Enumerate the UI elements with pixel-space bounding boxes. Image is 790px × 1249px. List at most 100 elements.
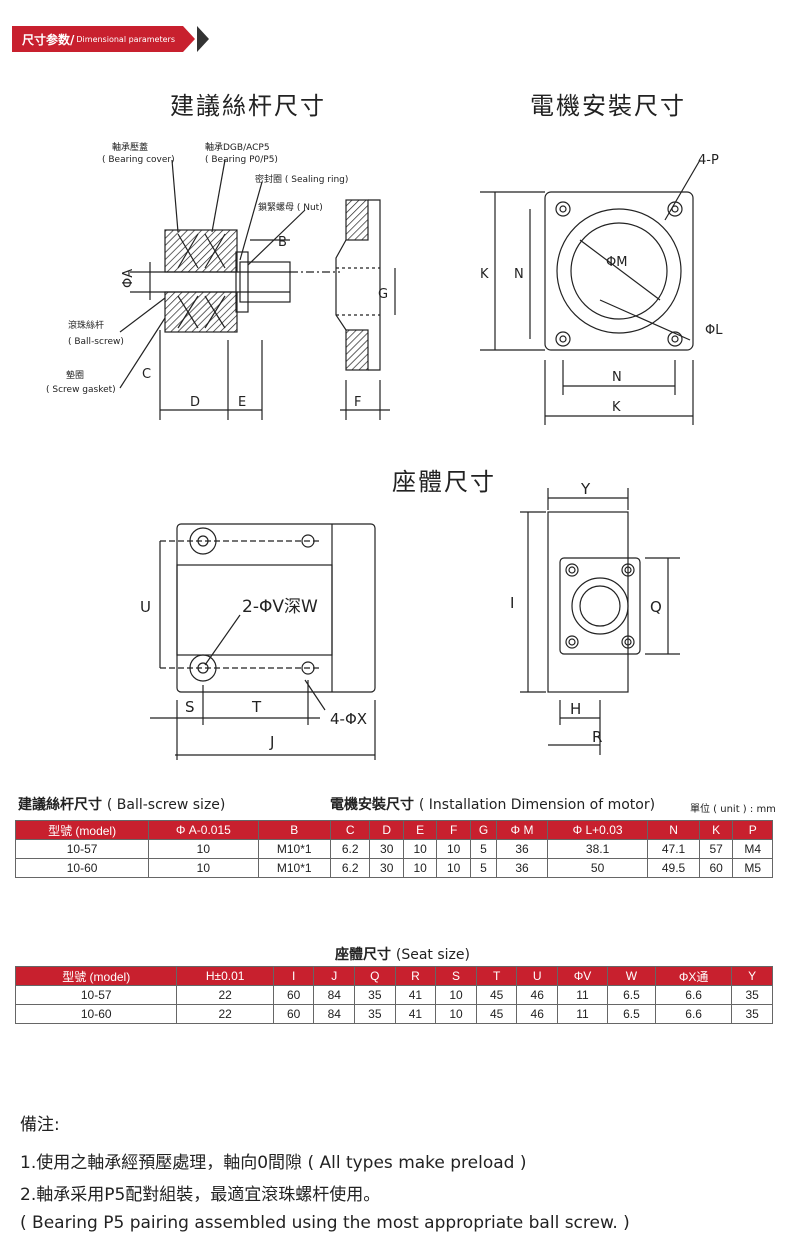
table-header-cell: F bbox=[436, 820, 471, 840]
table-cell: M4 bbox=[732, 839, 773, 859]
table-header-cell: U bbox=[516, 966, 559, 986]
table-cell: 10 bbox=[148, 858, 259, 878]
table-cell: 6.6 bbox=[654, 1004, 733, 1024]
table-header-cell: T bbox=[475, 966, 518, 986]
dim-S: S bbox=[185, 698, 195, 716]
dim-G: G bbox=[378, 287, 388, 302]
table-cell: 22 bbox=[176, 985, 274, 1005]
dim-F: F bbox=[354, 395, 361, 410]
table-header-cell: I bbox=[272, 966, 315, 986]
seat-front-drawing bbox=[150, 523, 376, 760]
table-cell: 84 bbox=[313, 1004, 356, 1024]
table-cell: M10*1 bbox=[257, 858, 331, 878]
table-cell: 46 bbox=[516, 1004, 559, 1024]
dim-Q: Q bbox=[650, 598, 662, 616]
dim-Y: Y bbox=[580, 480, 591, 498]
ballscrew-drawing bbox=[119, 159, 396, 420]
dim-E: E bbox=[238, 395, 246, 410]
dim-B: B bbox=[278, 235, 287, 250]
table-header-cell: K bbox=[698, 820, 734, 840]
table2-caption-cn: 座體尺寸 bbox=[335, 947, 391, 963]
table-cell: 6.5 bbox=[606, 985, 656, 1005]
table-header-cell: D bbox=[369, 820, 404, 840]
table-cell: 30 bbox=[369, 858, 404, 878]
table-header-cell: 型號 (model) bbox=[14, 966, 178, 986]
table-header-cell: W bbox=[606, 966, 656, 986]
banner-title-cn: 尺寸参数/ bbox=[22, 32, 75, 47]
seat-side-drawing bbox=[520, 488, 680, 755]
gasket-en-label: ( Screw gasket) bbox=[46, 385, 116, 395]
table-cell: 10 bbox=[436, 858, 471, 878]
table1-caption: 建議絲杆尺寸 ( Ball-screw size) bbox=[18, 794, 225, 814]
table2-caption: 座體尺寸 (Seat size) bbox=[335, 944, 470, 964]
table-header-cell: E bbox=[402, 820, 438, 840]
note-line-1: 1.使用之軸承經預壓處理，軸向0間隙 ( All types make prel… bbox=[20, 1153, 527, 1173]
table-cell: 6.5 bbox=[606, 1004, 656, 1024]
bearing-en-label: ( Bearing P0/P5) bbox=[205, 155, 278, 165]
dim-phiL: ΦL bbox=[705, 323, 723, 338]
table-cell: 50 bbox=[546, 858, 649, 878]
table-cell: 36 bbox=[496, 858, 548, 878]
note-line-2: 2.軸承采用P5配對組裝，最適宜滾珠螺杆使用。 bbox=[20, 1185, 381, 1205]
dim-C: C bbox=[142, 367, 151, 382]
table-header-cell: 型號 (model) bbox=[14, 820, 150, 840]
table-cell: 10 bbox=[402, 839, 438, 859]
dim-N: N bbox=[612, 370, 622, 385]
heading-seat: 座體尺寸 bbox=[392, 468, 496, 496]
table-cell: 57 bbox=[698, 839, 734, 859]
table-cell: 47.1 bbox=[647, 839, 700, 859]
table-cell: 35 bbox=[731, 985, 773, 1005]
table-cell: 11 bbox=[557, 1004, 608, 1024]
table-cell: 38.1 bbox=[546, 839, 649, 859]
table-cell: 30 bbox=[369, 839, 404, 859]
table-cell: 10-57 bbox=[14, 985, 178, 1005]
ballscrew-en-label: ( Ball-screw) bbox=[68, 337, 124, 347]
table1-caption-en: ( Ball-screw size) bbox=[106, 797, 226, 813]
table-cell: 6.2 bbox=[329, 858, 371, 878]
table-cell: 45 bbox=[475, 985, 518, 1005]
table-header-cell: J bbox=[313, 966, 356, 986]
dim-D: D bbox=[190, 395, 200, 410]
table-header-cell: ΦV bbox=[557, 966, 608, 986]
table-cell: 5 bbox=[469, 839, 498, 859]
table-cell: 10-57 bbox=[14, 839, 150, 859]
dim-phiA: ΦA bbox=[121, 269, 136, 288]
dim-U: U bbox=[140, 598, 151, 616]
table-cell: 35 bbox=[354, 1004, 396, 1024]
table-header-cell: Q bbox=[354, 966, 396, 986]
table-cell: 84 bbox=[313, 985, 356, 1005]
table-cell: 41 bbox=[394, 985, 437, 1005]
table-cell: 10 bbox=[435, 985, 477, 1005]
table-cell: 60 bbox=[698, 858, 734, 878]
section-banner: 尺寸参数/ Dimensional parameters bbox=[12, 26, 209, 52]
dim-I: I bbox=[510, 594, 514, 612]
table-cell: 36 bbox=[496, 839, 548, 859]
dim-J: J bbox=[269, 733, 274, 751]
dim-phiM: ΦM bbox=[606, 255, 627, 270]
table-header-cell: B bbox=[257, 820, 331, 840]
nut-label: 鎖緊螺母 ( Nut) bbox=[258, 201, 323, 213]
table-cell: 45 bbox=[475, 1004, 518, 1024]
table-header-cell: H±0.01 bbox=[176, 966, 274, 986]
dim-K-vertical: K bbox=[480, 267, 489, 282]
table-cell: M5 bbox=[732, 858, 773, 878]
table-cell: 10 bbox=[148, 839, 259, 859]
table-cell: 10-60 bbox=[14, 858, 150, 878]
table-cell: 5 bbox=[469, 858, 498, 878]
unit-label: 單位 ( unit ) : mm bbox=[690, 804, 776, 815]
table-header-cell: C bbox=[329, 820, 371, 840]
table-cell: 60 bbox=[272, 985, 315, 1005]
table1-caption2-cn: 電機安裝尺寸 bbox=[330, 797, 414, 813]
dim-H: H bbox=[570, 700, 581, 718]
motor-drawing bbox=[480, 159, 701, 425]
table-cell: 35 bbox=[731, 1004, 773, 1024]
dim-4P: 4-P bbox=[698, 153, 719, 168]
heading-motor: 電機安裝尺寸 bbox=[530, 92, 686, 120]
table-cell: 11 bbox=[557, 985, 608, 1005]
